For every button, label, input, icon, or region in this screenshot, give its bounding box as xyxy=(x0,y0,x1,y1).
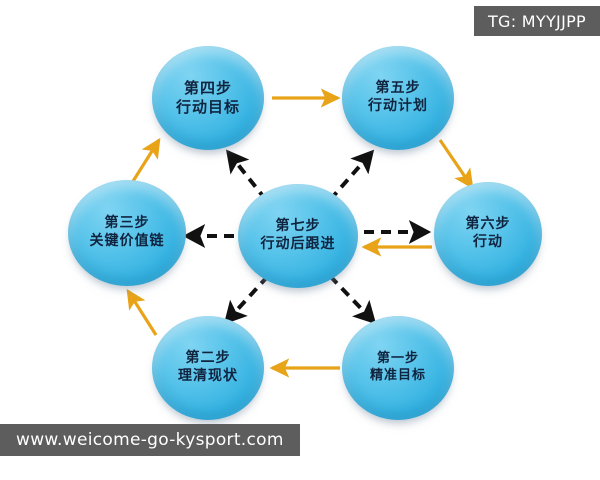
edge-step7-step4 xyxy=(226,149,268,202)
edge-step3-step4 xyxy=(128,137,161,187)
node-step5-step: 第五步 xyxy=(375,80,421,97)
node-step2-title: 理清现状 xyxy=(178,368,238,384)
node-step1[interactable]: 第一步 精准目标 xyxy=(342,316,454,420)
node-step2[interactable]: 第二步 理清现状 xyxy=(152,316,264,420)
node-step6[interactable]: 第六步 行动 xyxy=(434,182,542,286)
edge-step7-step2 xyxy=(223,274,270,325)
edge-step5-step6 xyxy=(438,139,474,190)
node-step4-title: 行动目标 xyxy=(175,98,240,116)
node-step3-title: 关键价值链 xyxy=(89,233,165,249)
node-step5[interactable]: 第五步 行动计划 xyxy=(342,46,454,150)
node-step4-step: 第四步 xyxy=(183,78,232,97)
node-step4[interactable]: 第四步 行动目标 xyxy=(152,46,264,150)
edge-step7-step5 xyxy=(328,149,375,202)
node-step3-step: 第三步 xyxy=(104,215,150,232)
edge-step2-step3 xyxy=(126,288,158,336)
node-step7-title: 行动后跟进 xyxy=(260,236,336,252)
node-step1-title: 精准目标 xyxy=(369,368,426,383)
node-step6-step: 第六步 xyxy=(465,216,511,233)
node-step6-title: 行动 xyxy=(473,234,503,250)
node-step5-title: 行动计划 xyxy=(368,98,428,114)
node-step2-step: 第二步 xyxy=(185,350,231,367)
edge-step7-step1 xyxy=(328,274,377,325)
node-step1-step: 第一步 xyxy=(376,351,419,367)
node-step7-step: 第七步 xyxy=(275,218,321,235)
node-step3[interactable]: 第三步 关键价值链 xyxy=(68,180,186,286)
node-step7[interactable]: 第七步 行动后跟进 xyxy=(238,184,358,288)
tag-badge: TG: MYYJJPP xyxy=(473,6,600,36)
site-watermark: www.weicome-go-kysport.com xyxy=(0,424,300,456)
